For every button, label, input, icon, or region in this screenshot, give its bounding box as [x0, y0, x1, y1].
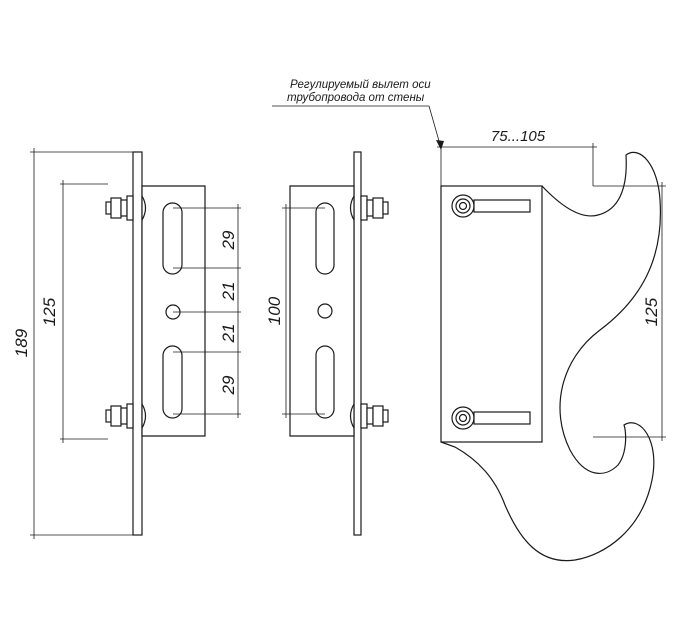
hook-upper-bolt [451, 194, 531, 218]
front-upper-slot [162, 202, 183, 275]
side-lower-slot [315, 345, 335, 419]
side-view: 100 [265, 151, 389, 536]
dim-slot-lower: 29 [219, 375, 238, 395]
hook-lower-bolt [451, 406, 531, 430]
dim-slot-upper: 29 [219, 230, 238, 250]
side-lower-bolt [349, 403, 389, 429]
offset-note-line1: Регулируемый вылет оси [290, 79, 431, 91]
side-upper-slot [315, 202, 335, 275]
offset-note-line2: трубопровода от стены [287, 92, 425, 104]
side-bracket-body [289, 185, 355, 437]
dim-overall-height: 189 [12, 328, 31, 357]
front-upper-bolt [105, 195, 147, 221]
dim-hole-lower: 21 [219, 324, 238, 344]
side-center-hole [317, 303, 333, 319]
hook-arm-outline [440, 152, 662, 562]
front-lower-bolt [105, 403, 147, 429]
dim-hook-spacing: 125 [642, 297, 661, 326]
front-wall-plate [132, 151, 143, 536]
hook-bracket-body [440, 185, 543, 443]
front-view: 189 125 29 21 21 29 [12, 148, 241, 539]
right-view: Регулируемый вылет оси трубопровода от с… [272, 79, 666, 562]
dim-hole-upper: 21 [219, 282, 238, 302]
dim-bolt-spacing: 125 [40, 297, 59, 326]
side-wall-plate [353, 151, 362, 536]
dim-side-height: 100 [265, 296, 284, 325]
side-upper-bolt [349, 195, 389, 221]
note-leader-arrow [436, 140, 444, 150]
front-lower-slot [162, 345, 183, 419]
dim-offset-range: 75...105 [491, 128, 546, 145]
front-bracket-body [141, 185, 206, 437]
